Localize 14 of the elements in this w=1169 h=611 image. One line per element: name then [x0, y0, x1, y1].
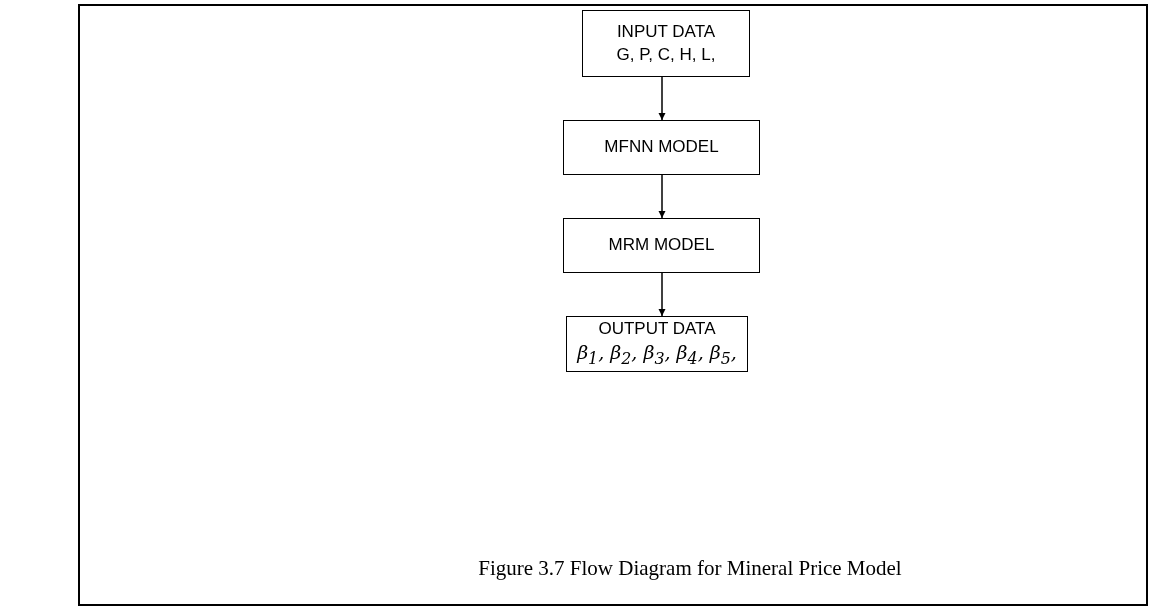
process-box — [566, 316, 748, 372]
box-heading: OUTPUT DATA — [598, 318, 716, 341]
process-box — [563, 120, 760, 175]
box-text: β$_{1}$, β$_{2}$, β$_{3}$, β$_{4}$, β$_{5}$, — [577, 340, 737, 370]
box-text: MRM MODEL — [608, 234, 715, 257]
box-heading: INPUT DATA — [616, 21, 716, 44]
box-text: MFNN MODEL — [604, 136, 719, 159]
arrow — [658, 174, 666, 219]
arrow — [658, 76, 666, 121]
figure-caption: Figure 3.7 Flow Diagram for Mineral Price Model — [477, 556, 903, 581]
box-text: G, P, C, H, L, — [616, 43, 716, 66]
arrow — [658, 272, 666, 317]
process-box — [582, 10, 750, 77]
process-box — [563, 218, 760, 273]
